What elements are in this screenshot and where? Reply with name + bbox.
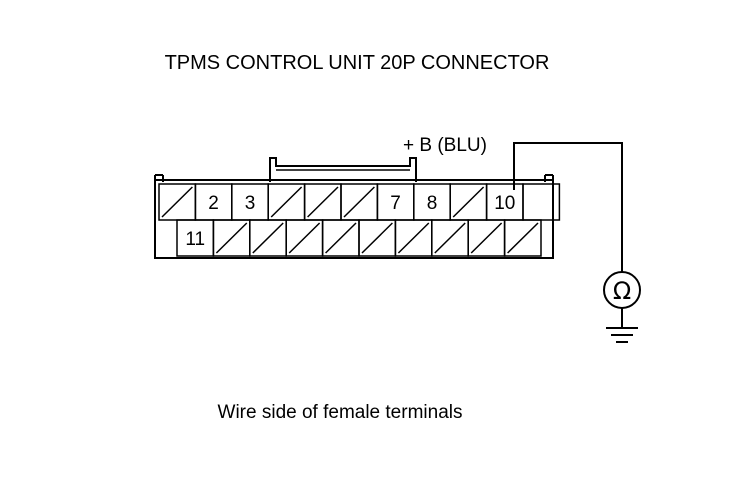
top-row-cavity-5 bbox=[303, 183, 342, 221]
unused-cavity-slash bbox=[325, 222, 357, 254]
bottom-row-cavity-8 bbox=[431, 219, 469, 257]
unused-cavity-slash bbox=[270, 186, 303, 218]
terminal-number: 3 bbox=[245, 193, 256, 214]
top-row-cavity-8: 8 bbox=[413, 183, 451, 221]
ohmmeter-symbol: Ω bbox=[613, 277, 631, 305]
ground-icon bbox=[606, 308, 638, 343]
unused-cavity-slash bbox=[397, 222, 430, 254]
bottom-row-cavity-3 bbox=[249, 219, 287, 257]
bottom-row-cavity-1: 11 bbox=[176, 219, 215, 257]
unused-cavity-slash bbox=[452, 186, 485, 218]
terminal-number: 7 bbox=[390, 193, 401, 214]
locking-tab bbox=[269, 157, 417, 182]
bottom-row-cavity-7 bbox=[394, 219, 433, 257]
top-row-cavity-7: 7 bbox=[376, 183, 415, 221]
top-row-cavity-2: 2 bbox=[194, 183, 233, 221]
unused-cavity-slash bbox=[288, 222, 321, 254]
terminal-number: 11 bbox=[185, 229, 205, 250]
unused-cavity-slash bbox=[434, 222, 466, 254]
ohmmeter-icon: Ω bbox=[603, 271, 641, 309]
diagram-title: TPMS CONTROL UNIT 20P CONNECTOR bbox=[165, 52, 550, 74]
terminal-number: 2 bbox=[208, 193, 219, 214]
cavity-outline bbox=[503, 219, 542, 257]
unused-cavity-slash bbox=[507, 222, 539, 254]
unused-cavity-slash bbox=[215, 222, 248, 254]
diagram-caption: Wire side of female terminals bbox=[218, 402, 463, 423]
bottom-row-cavity-9 bbox=[467, 219, 506, 257]
unused-cavity-slash bbox=[252, 222, 284, 254]
bottom-row-cavity-4 bbox=[285, 219, 324, 257]
unused-cavity-slash bbox=[343, 186, 375, 218]
top-row-cavity-3: 3 bbox=[231, 183, 269, 221]
unused-cavity-slash bbox=[161, 186, 193, 218]
top-row-cavity-1 bbox=[158, 183, 197, 221]
terminal-number: 10 bbox=[494, 193, 515, 214]
unused-cavity-slash bbox=[361, 222, 393, 254]
wire-label: + B (BLU) bbox=[403, 135, 487, 156]
top-row-cavity-4 bbox=[267, 183, 306, 221]
unused-cavity-slash bbox=[470, 222, 503, 254]
test-lead-wire bbox=[513, 142, 623, 272]
connector-body: 2 3 7 8 10 11 bbox=[154, 157, 561, 259]
connector-housing bbox=[154, 179, 554, 259]
connector-bottom-row: 11 bbox=[176, 219, 542, 257]
terminal-number: 8 bbox=[427, 193, 438, 214]
unused-cavity-slash bbox=[307, 186, 339, 218]
bottom-row-cavity-6 bbox=[358, 219, 397, 257]
bottom-row-cavity-2 bbox=[212, 219, 251, 257]
connector-top-row: 2 3 7 8 10 bbox=[158, 183, 561, 221]
top-row-cavity-10: 10 bbox=[485, 183, 524, 221]
top-row-cavity-9 bbox=[449, 183, 488, 221]
top-row-cavity-6 bbox=[340, 183, 379, 221]
bottom-row-cavity-5 bbox=[321, 219, 360, 257]
bottom-row-cavity-10 bbox=[503, 219, 542, 257]
